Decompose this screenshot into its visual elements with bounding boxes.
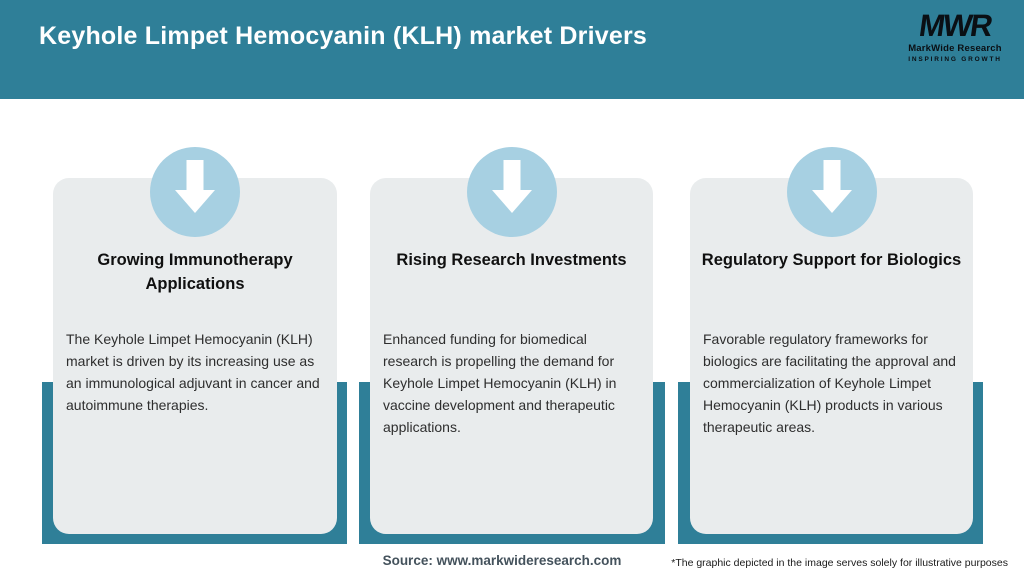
driver-card-immunotherapy: Growing Immunotherapy Applications The K…	[53, 147, 337, 534]
driver-card-research-investments: Rising Research Investments Enhanced fun…	[370, 147, 653, 534]
down-arrow-icon	[150, 147, 240, 237]
card-title: Regulatory Support for Biologics	[701, 251, 962, 269]
card-title: Rising Research Investments	[396, 251, 627, 269]
down-arrow-icon	[466, 147, 557, 237]
source-text: Source: www.markwideresearch.com	[382, 553, 622, 568]
card-body: Favorable regulatory frameworks for biol…	[703, 331, 956, 435]
down-arrow-icon	[786, 147, 877, 237]
page-title: Keyhole Limpet Hemocyanin (KLH) market D…	[39, 22, 647, 50]
header-bar: Keyhole Limpet Hemocyanin (KLH) market D…	[0, 0, 1024, 99]
mwr-logo-icon: MWR	[916, 8, 994, 43]
driver-card-regulatory-support: Regulatory Support for Biologics Favorab…	[690, 147, 973, 534]
logo-company-name: MarkWide Research	[908, 43, 1002, 54]
card-title: Growing Immunotherapy Applications	[97, 251, 293, 293]
card-body: Enhanced funding for biomedical research…	[383, 331, 617, 435]
logo-tagline: INSPIRING GROWTH	[908, 56, 1002, 63]
disclaimer-text: *The graphic depicted in the image serve…	[671, 557, 1008, 569]
markwide-research-logo: MWR MarkWide Research INSPIRING GROWTH	[900, 8, 1010, 63]
card-body: The Keyhole Limpet Hemocyanin (KLH) mark…	[66, 331, 320, 413]
